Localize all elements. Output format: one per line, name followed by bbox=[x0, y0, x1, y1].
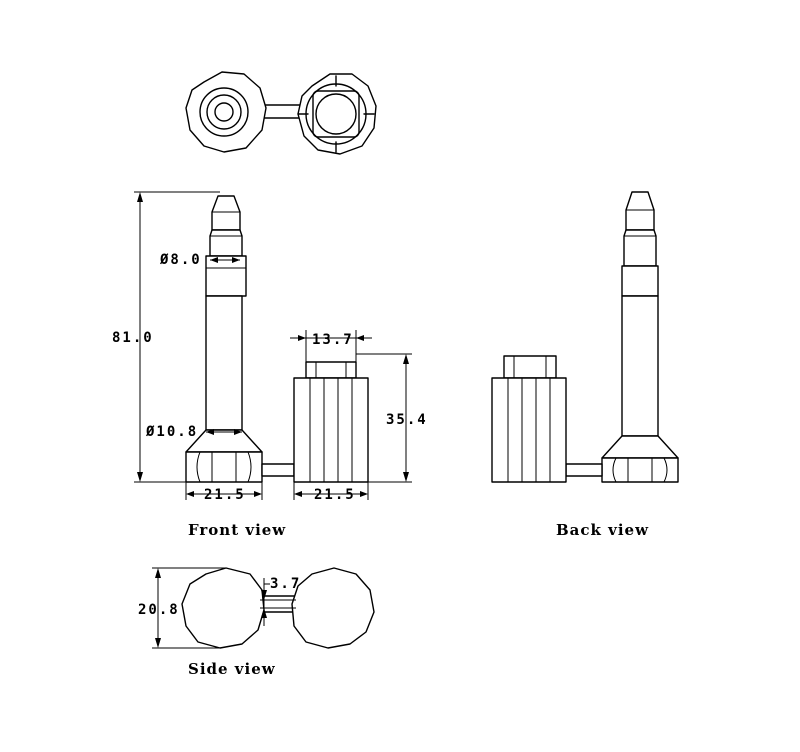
top-left-inner-ring bbox=[206, 94, 242, 130]
front-main-shank bbox=[205, 295, 243, 431]
front-dimensions: 81.0 Ø8.0 Ø10.8 21.5 21.5 13.7 bbox=[112, 191, 428, 503]
side-dimensions: 20.8 3.7 bbox=[138, 567, 301, 649]
dim-head-width: 21.5 bbox=[204, 487, 246, 503]
dim-barrel-height: 35.4 bbox=[386, 412, 428, 428]
dim-shank-upper-diameter: Ø8.0 bbox=[159, 252, 202, 268]
front-bolt-neck bbox=[209, 229, 243, 257]
front-link-rod bbox=[261, 463, 295, 477]
side-right-octagon bbox=[291, 567, 375, 649]
top-left-hole bbox=[214, 102, 234, 122]
front-barrel bbox=[293, 377, 369, 483]
top-left-head bbox=[185, 71, 267, 153]
top-right-inner-ring bbox=[315, 93, 357, 135]
top-view bbox=[185, 71, 377, 155]
dim-side-height: 20.8 bbox=[138, 602, 180, 618]
back-view-caption: Back view bbox=[556, 521, 649, 539]
dim-barrel-top-width: 13.7 bbox=[312, 332, 354, 348]
back-view bbox=[491, 191, 679, 483]
side-view-caption: Side view bbox=[188, 660, 276, 678]
front-barrel-cap bbox=[305, 361, 357, 379]
dim-link-width: 3.7 bbox=[270, 576, 301, 592]
dim-total-height: 81.0 bbox=[112, 330, 154, 346]
front-view-caption: Front view bbox=[188, 521, 286, 539]
front-bolt-tip bbox=[211, 195, 241, 231]
dim-shank-lower-diameter: Ø10.8 bbox=[145, 424, 198, 440]
front-view bbox=[185, 195, 369, 483]
side-view bbox=[181, 567, 375, 649]
front-upper-shank bbox=[205, 255, 247, 297]
top-right-square bbox=[312, 90, 360, 138]
top-left-ring bbox=[199, 87, 249, 137]
dim-barrel-width: 21.5 bbox=[314, 487, 356, 503]
side-left-octagon bbox=[181, 567, 265, 649]
